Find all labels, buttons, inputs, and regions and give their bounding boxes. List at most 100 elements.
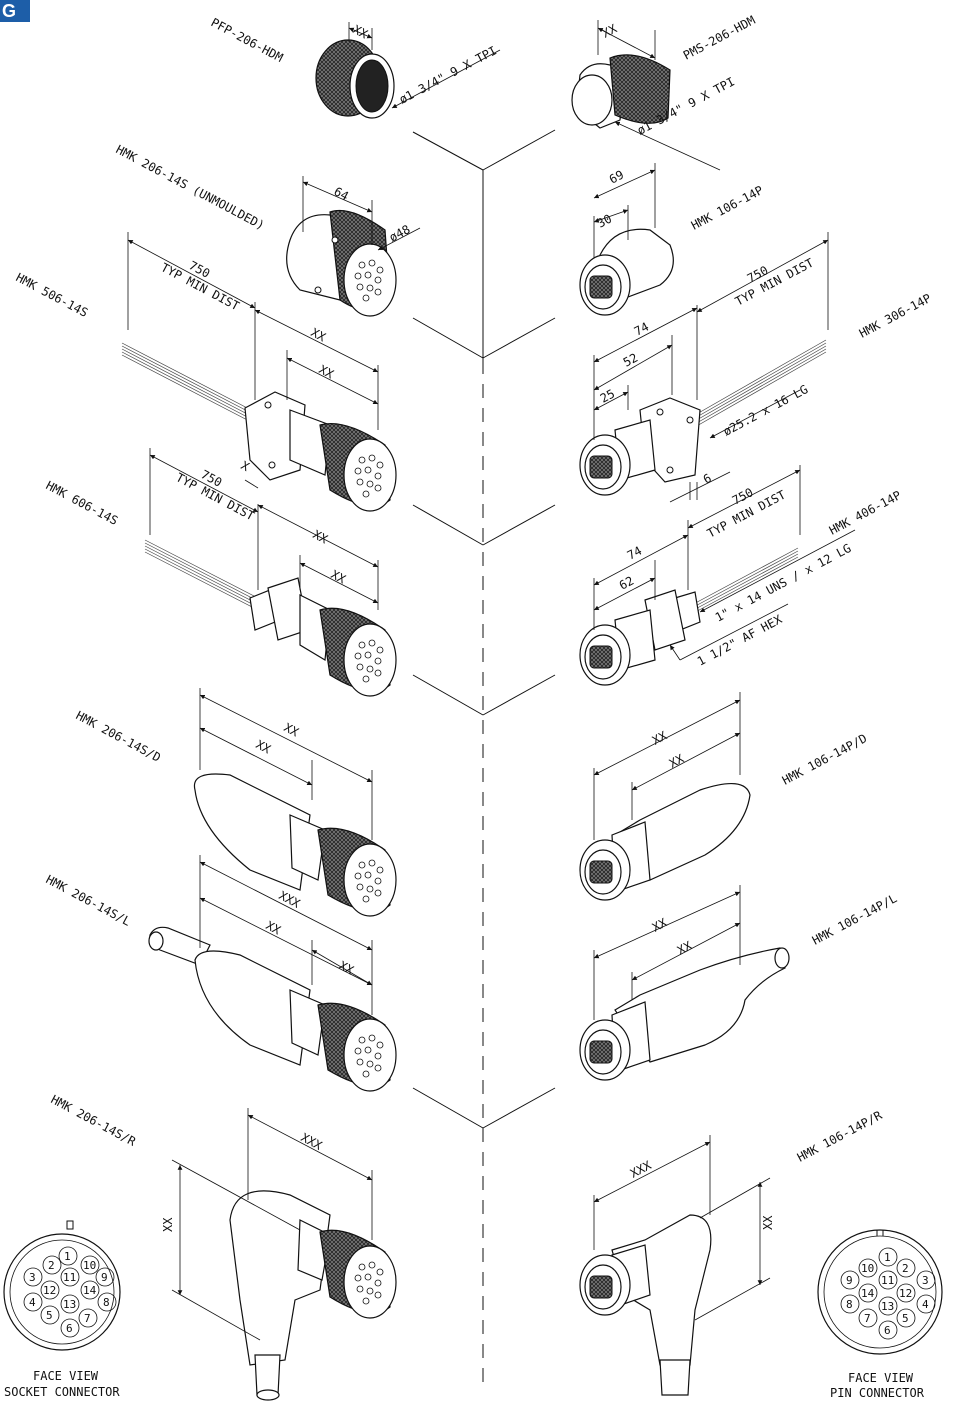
dim-x: X	[239, 458, 253, 474]
hmk506-shape	[121, 232, 397, 512]
label-hmk106-l: HMK 106-14P/L	[810, 891, 900, 947]
label-hmk206-d: HMK 206-14S/D	[74, 708, 164, 764]
dim-d-xx-a: XX	[282, 720, 302, 740]
dim-typ-c: TYP MIN DIST	[733, 256, 816, 309]
socket-pin: 2	[48, 1259, 55, 1272]
socket-pin: 12	[43, 1284, 56, 1297]
label-hmk206-unmoulded: HMK 206-14S (UNMOULDED)	[114, 142, 267, 232]
socket-pin: 9	[101, 1271, 108, 1284]
dim-af-hex: 1 1/2" AF HEX	[695, 612, 785, 669]
dim-74-b: 74	[625, 544, 644, 563]
dim-62: 62	[617, 574, 636, 593]
label-pfp: PFP-206-HDM	[209, 15, 286, 65]
socket-pin: 7	[84, 1312, 91, 1325]
pin-pin: 3	[922, 1274, 929, 1287]
hmk106-r-shape	[579, 1135, 771, 1396]
dim-606-xx-a: XX	[311, 527, 331, 547]
dim-69: 69	[607, 168, 626, 187]
pin-pin: 8	[846, 1298, 853, 1311]
dim-pl-xx-b: XX	[675, 938, 695, 958]
socket-pin-group: 1 2 3 4 5 6 7 8 9 10 11 12 13 14	[23, 1246, 117, 1338]
socket-face-subtitle: SOCKET CONNECTOR	[4, 1385, 120, 1399]
pin-face-subtitle: PIN CONNECTOR	[830, 1386, 925, 1400]
hmk306-shape	[579, 232, 829, 503]
socket-pin: 10	[83, 1259, 96, 1272]
pms-cap	[571, 20, 721, 171]
hmk606-shape	[144, 448, 397, 697]
hmk106-d-shape	[579, 692, 751, 901]
label-hmk606: HMK 606-14S	[44, 478, 121, 528]
pfp-cap	[315, 22, 501, 119]
pin-pin: 7	[864, 1312, 871, 1325]
label-hmk206-l: HMK 206-14S/L	[44, 872, 134, 928]
hmk406-shape	[579, 465, 856, 686]
center-divider	[412, 129, 556, 1390]
dim-pfp-xx: XX	[351, 22, 371, 42]
socket-pin: 1	[64, 1250, 71, 1263]
socket-face-title: FACE VIEW	[33, 1369, 99, 1383]
pin-pin: 12	[899, 1287, 912, 1300]
dim-64: 64	[332, 184, 351, 203]
dim-l-xx-short: XX	[337, 958, 357, 978]
label-pms: PMS-206-HDM	[681, 13, 758, 63]
dim-48: ø48	[387, 222, 413, 245]
hmk206-d-shape	[193, 688, 397, 917]
pin-pin: 2	[902, 1262, 909, 1275]
pin-pin: 14	[861, 1287, 875, 1300]
socket-pin: 11	[63, 1271, 76, 1284]
label-hmk106: HMK 106-14P	[689, 183, 766, 233]
pin-face-view	[817, 1229, 943, 1355]
pin-pin: 4	[922, 1298, 929, 1311]
hmk206-r-shape	[171, 1108, 397, 1401]
dim-l-xx: XX	[264, 918, 284, 938]
dim-506-xx-a: XX	[309, 325, 329, 345]
corner-tag: G	[0, 0, 30, 22]
hmk106-l-shape	[579, 885, 790, 1081]
hmk106-shape	[579, 163, 674, 316]
pin-pin: 5	[902, 1312, 909, 1325]
dim-r-xxx: XXX	[299, 1130, 325, 1153]
label-hmk506: HMK 506-14S	[14, 270, 91, 320]
label-hmk406: HMK 406-14P	[827, 488, 904, 538]
dim-r-xx: XX	[161, 1217, 175, 1232]
label-hmk106-d: HMK 106-14P/D	[780, 731, 870, 787]
label-hmk306: HMK 306-14P	[857, 291, 934, 341]
dim-pr-xxx: XXX	[628, 1158, 654, 1181]
dim-pr-xx: XX	[761, 1215, 775, 1230]
pin-pin: 11	[881, 1274, 894, 1287]
dim-25: 25	[598, 387, 617, 406]
dim-30: 30	[595, 212, 614, 231]
socket-pin: 3	[29, 1271, 36, 1284]
dim-606-xx-b: XX	[329, 567, 349, 587]
socket-pin: 13	[63, 1298, 76, 1311]
label-hmk106-r: HMK 106-14P/R	[795, 1108, 885, 1165]
socket-pin: 8	[103, 1296, 110, 1309]
socket-pin: 4	[29, 1296, 36, 1309]
pin-pin: 1	[884, 1251, 891, 1264]
dim-stud: ø25.2 x 16 LG	[721, 382, 811, 438]
dim-52: 52	[621, 351, 640, 370]
dim-pd-xx-b: XX	[667, 751, 687, 771]
dim-6: 6	[701, 471, 714, 487]
label-hmk206-r: HMK 206-14S/R	[49, 1092, 139, 1149]
dim-thread-left: ø1 3/4" 9 X TPI	[397, 43, 499, 106]
socket-pin: 6	[66, 1322, 73, 1335]
dim-pd-xx-a: XX	[650, 728, 670, 748]
dim-pl-xx-a: XX	[650, 915, 670, 935]
pin-pin: 9	[846, 1274, 853, 1287]
pin-pin: 6	[884, 1324, 891, 1337]
pin-pin-group: 1 2 3 4 5 6 7 8 9 10 11 12 13 14	[840, 1247, 936, 1340]
socket-pin: 14	[83, 1284, 97, 1297]
dim-uns: 1" x 14 UNS / x 12 LG	[713, 541, 854, 625]
dim-d-xx-b: XX	[254, 737, 274, 757]
socket-face-view	[3, 1220, 121, 1351]
pin-pin: 13	[881, 1300, 894, 1313]
socket-pin: 5	[46, 1309, 53, 1322]
dim-506-xx-b: XX	[317, 362, 337, 382]
hmk206-l-shape	[148, 855, 397, 1092]
pin-face-title: FACE VIEW	[848, 1371, 914, 1385]
pin-pin: 10	[861, 1262, 874, 1275]
dim-pms-xx: XX	[600, 21, 620, 41]
hmk206-unmoulded-shape	[286, 176, 421, 317]
